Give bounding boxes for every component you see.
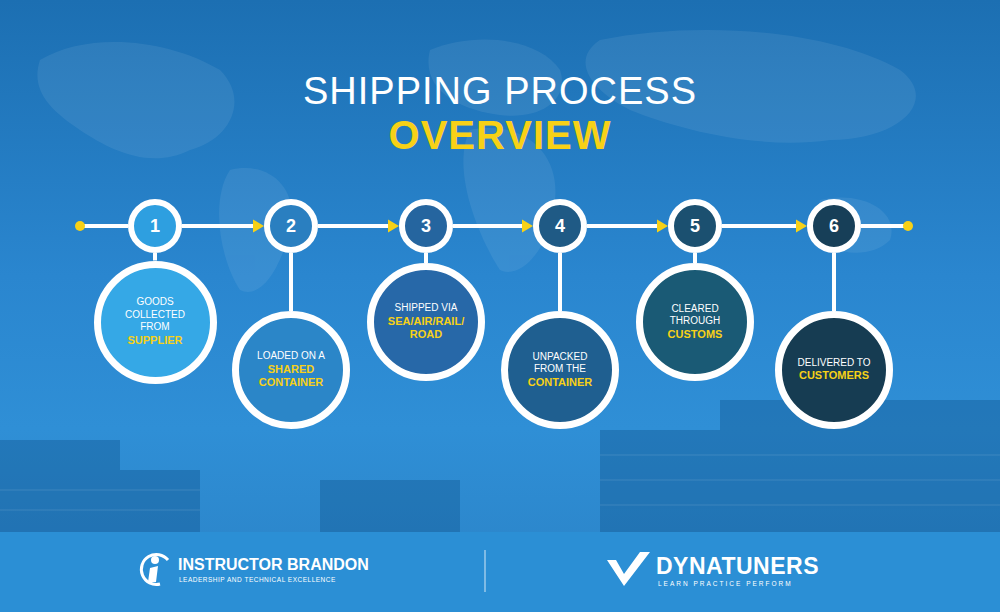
connector-line bbox=[318, 224, 390, 228]
arrow-head bbox=[796, 220, 807, 233]
step-text-circle: LOADED ON ASHARED CONTAINER bbox=[232, 311, 350, 429]
step-number-circle: 5 bbox=[668, 199, 722, 253]
brand-tagline: LEARN PRACTICE PERFORM bbox=[658, 581, 793, 588]
step-text-wrap: CLEARED THROUGHCUSTOMS bbox=[653, 303, 737, 342]
step-keyword: CONTAINER bbox=[518, 376, 602, 390]
step-text-circle: CLEARED THROUGHCUSTOMS bbox=[636, 263, 754, 381]
step-number: 3 bbox=[421, 217, 431, 235]
brand-name: INSTRUCTOR BRANDON bbox=[178, 557, 369, 573]
arrow-head bbox=[522, 220, 533, 233]
step-description: SHIPPED VIA bbox=[384, 302, 468, 315]
step-number-circle: 2 bbox=[264, 199, 318, 253]
connector-line bbox=[153, 253, 157, 261]
connector bbox=[722, 220, 807, 233]
step-number-circle: 3 bbox=[399, 199, 453, 253]
step-text-wrap: LOADED ON ASHARED CONTAINER bbox=[249, 350, 333, 390]
connector bbox=[695, 253, 696, 263]
step-number: 1 bbox=[150, 217, 160, 235]
connector-line bbox=[182, 224, 255, 228]
step-text-wrap: SHIPPED VIASEA/AIR/RAIL/ROAD bbox=[384, 302, 468, 342]
step-number-circle: 1 bbox=[128, 199, 182, 253]
brand-tagline: LEADERSHIP AND TECHNICAL EXCELLENCE bbox=[179, 577, 336, 584]
connector-line bbox=[587, 224, 659, 228]
connector-line bbox=[453, 224, 524, 228]
step-text-wrap: GOODS COLLECTED FROMSUPPLIER bbox=[113, 296, 197, 347]
connector bbox=[453, 220, 533, 233]
step-number: 6 bbox=[829, 217, 839, 235]
connector bbox=[834, 253, 835, 311]
step-text-circle: UNPACKED FROM THECONTAINER bbox=[501, 311, 619, 429]
step-number-circle: 6 bbox=[807, 199, 861, 253]
connector-line bbox=[558, 253, 562, 311]
step-description: CLEARED THROUGH bbox=[653, 303, 737, 328]
step-text-circle: SHIPPED VIASEA/AIR/RAIL/ROAD bbox=[367, 263, 485, 381]
connector bbox=[560, 253, 561, 311]
diagram-title: SHIPPING PROCESS bbox=[0, 72, 1000, 110]
connector bbox=[182, 220, 264, 233]
brand-name: DYNATUNERS bbox=[656, 555, 819, 578]
step-description: UNPACKED FROM THE bbox=[518, 351, 602, 376]
step-number-circle: 4 bbox=[533, 199, 587, 253]
step-description: DELIVERED TO bbox=[792, 357, 876, 370]
step-keyword: SUPPLIER bbox=[113, 334, 197, 348]
step-number: 2 bbox=[286, 217, 296, 235]
step-text-wrap: DELIVERED TOCUSTOMERS bbox=[792, 357, 876, 383]
step-description: LOADED ON A bbox=[249, 350, 333, 363]
connector-line bbox=[693, 253, 697, 263]
connector bbox=[426, 253, 427, 263]
step-text-circle: GOODS COLLECTED FROMSUPPLIER bbox=[94, 261, 217, 384]
step-number: 5 bbox=[690, 217, 700, 235]
connector bbox=[291, 253, 292, 311]
connector-line bbox=[424, 253, 428, 263]
arrow-head bbox=[657, 220, 668, 233]
step-description: GOODS COLLECTED FROM bbox=[113, 296, 197, 334]
arrow-head bbox=[253, 220, 264, 233]
connector bbox=[587, 220, 668, 233]
step-keyword: SHARED CONTAINER bbox=[249, 363, 333, 391]
step-text-circle: DELIVERED TOCUSTOMERS bbox=[775, 311, 893, 429]
connector bbox=[155, 253, 156, 261]
connector-line bbox=[722, 224, 798, 228]
step-keyword: SEA/AIR/RAIL/ROAD bbox=[384, 315, 468, 343]
connector-line bbox=[289, 253, 293, 311]
connector-line bbox=[832, 253, 836, 311]
connector bbox=[318, 220, 399, 233]
title-highlight: OVERVIEW bbox=[389, 115, 612, 155]
step-text-wrap: UNPACKED FROM THECONTAINER bbox=[518, 351, 602, 390]
step-keyword: CUSTOMS bbox=[653, 328, 737, 342]
step-number: 4 bbox=[555, 217, 565, 235]
arrow-head bbox=[388, 220, 399, 233]
step-keyword: CUSTOMERS bbox=[792, 369, 876, 383]
